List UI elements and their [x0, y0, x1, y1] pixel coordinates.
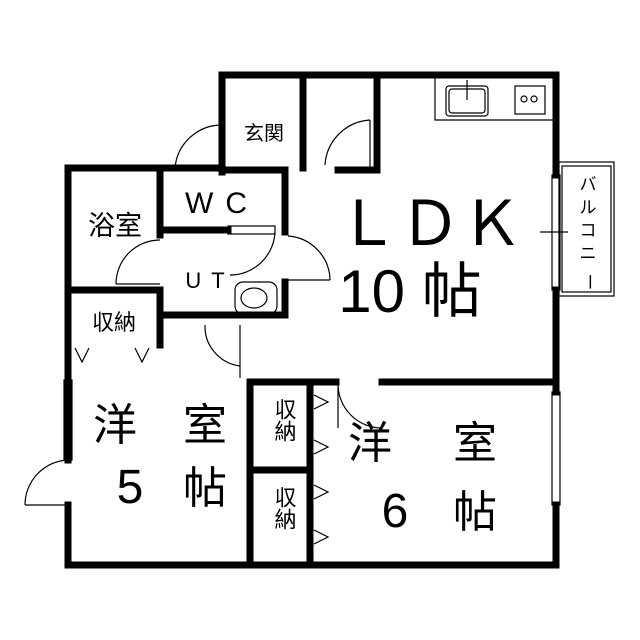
doors [24, 119, 383, 545]
balcony [558, 161, 615, 297]
storage-mid-2-label: 収納 [271, 486, 297, 530]
western6-num: 6 [382, 485, 409, 538]
svg-text:ー: ー [578, 274, 598, 291]
kitchen-counter [434, 78, 553, 121]
balcony-label: バ ル コ ニ ー [578, 175, 598, 291]
svg-text:コ: コ [580, 221, 597, 241]
western6-label-b: 室 [453, 418, 497, 469]
wc-label: WC [185, 187, 259, 220]
storage-left-label: 収納 [92, 311, 136, 336]
entrance-label: 玄関 [244, 121, 284, 145]
western5-label-b: 室 [183, 400, 227, 451]
bath-label: 浴室 [88, 211, 142, 242]
ldk-label: ＬＤＫ [337, 190, 523, 259]
walls [64, 71, 560, 569]
ut-label: UT [185, 268, 234, 293]
western6-unit: 帖 [453, 487, 497, 538]
western5-num: 5 [117, 461, 144, 514]
svg-text:バ: バ [580, 175, 597, 195]
western5-label-a: 洋 [93, 400, 137, 451]
washbasin-icon [234, 281, 278, 315]
ldk-size-label: 10 帖 [338, 258, 481, 325]
storage-mid-1-label: 収納 [271, 398, 297, 442]
western6-label-a: 洋 [348, 418, 392, 469]
stove-icon [514, 85, 546, 115]
western5-unit: 帖 [183, 463, 227, 514]
svg-text:ニ: ニ [580, 244, 597, 264]
svg-text:ル: ル [580, 198, 597, 218]
